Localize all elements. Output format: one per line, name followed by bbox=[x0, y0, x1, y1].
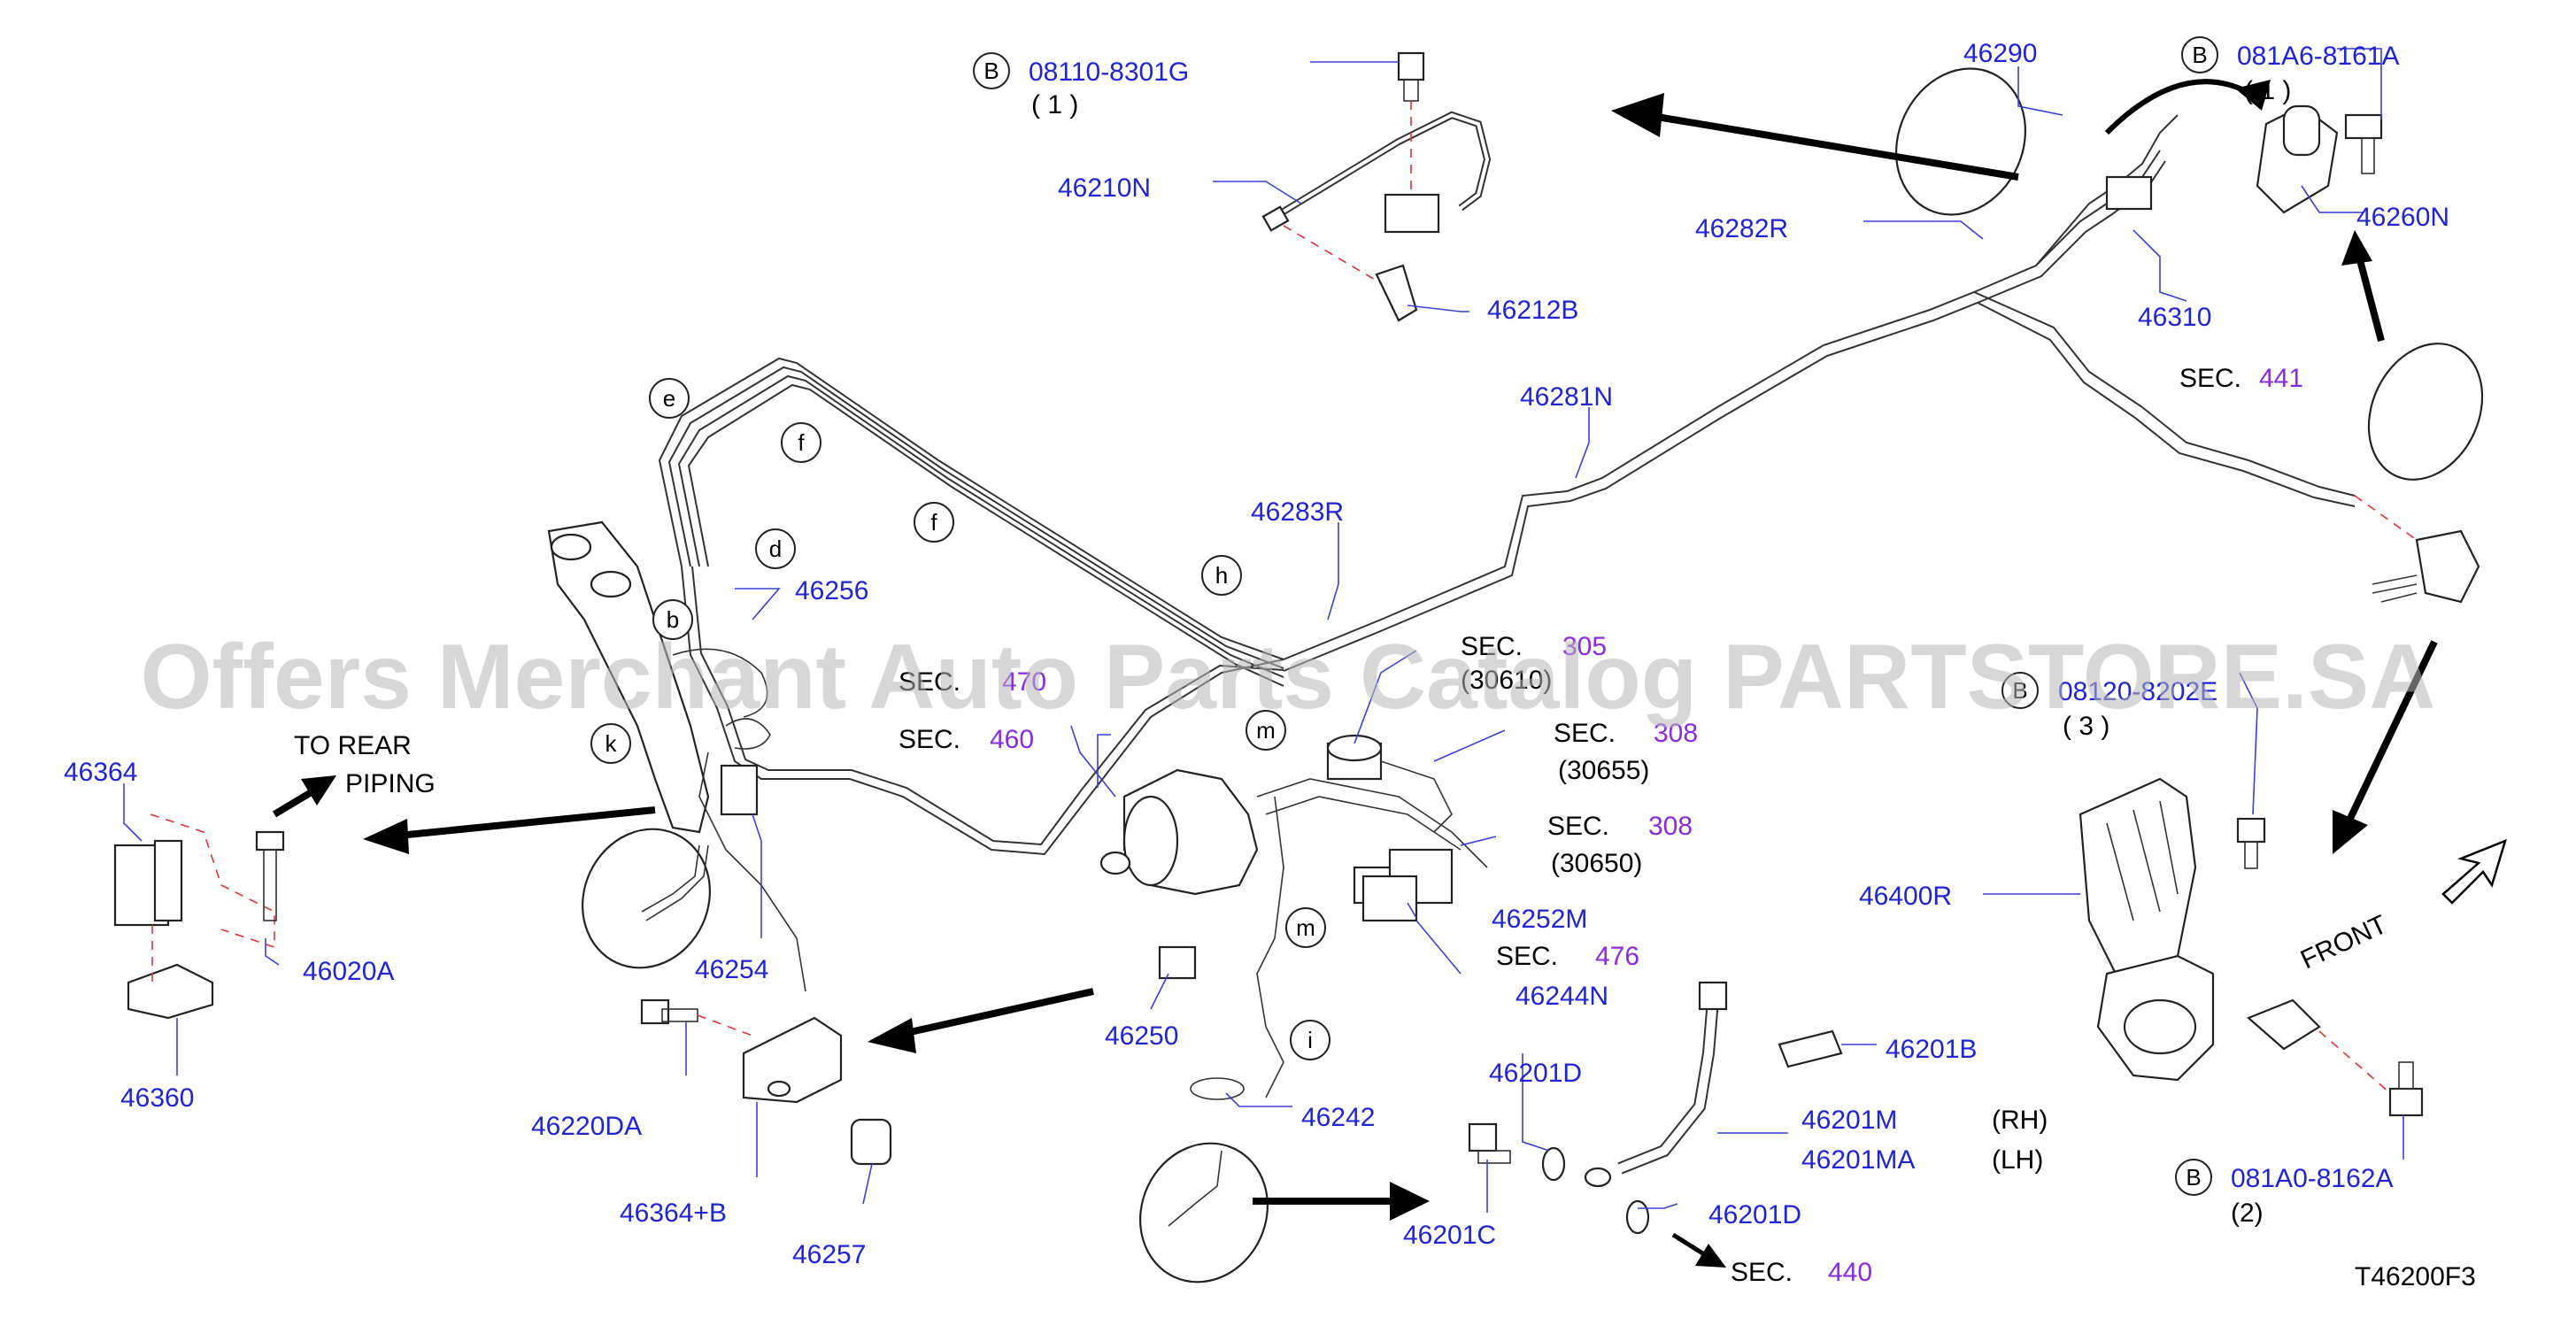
sec-ref-sub-30650: (30650) bbox=[1551, 849, 1642, 878]
part-label-46201M: 46201M bbox=[1801, 1106, 1897, 1135]
sec-ref-476: 476 bbox=[1595, 942, 1639, 971]
part-label-46364+B: 46364+B bbox=[620, 1199, 727, 1228]
sec-ref-470: 470 bbox=[1002, 667, 1046, 697]
brake-pipe-bundle bbox=[658, 114, 2356, 856]
direction-arrows bbox=[272, 79, 2507, 1268]
note-to-rear: TO REAR bbox=[294, 731, 412, 760]
part-label-46244N: 46244N bbox=[1516, 982, 1608, 1011]
part-label-46020A: 46020A bbox=[303, 957, 394, 986]
section-references: SEC. 441 SEC. 305 (30610) SEC. 470 SEC. … bbox=[899, 364, 2303, 1287]
part-label-46400R: 46400R bbox=[1859, 882, 1952, 911]
part-label-46201D: 46201D bbox=[1708, 1200, 1801, 1229]
part-label-46212B: 46212B bbox=[1487, 296, 1578, 325]
clip-letter-d: d bbox=[769, 536, 782, 562]
sec-ref-word: SEC. bbox=[1496, 942, 1558, 971]
part-label-46257: 46257 bbox=[792, 1240, 866, 1269]
clip-letter-k: k bbox=[605, 730, 618, 757]
note-lh: (LH) bbox=[1992, 1145, 2043, 1175]
sec-ref-441: 441 bbox=[2259, 364, 2303, 393]
clip-letter-f: f bbox=[930, 509, 937, 536]
clip-letter-m: m bbox=[1296, 914, 1315, 941]
small-parts bbox=[113, 51, 2480, 1235]
sec-ref-word: SEC. bbox=[899, 725, 960, 754]
bolt-code-08110-8301G: 08110-8301G bbox=[1029, 58, 1189, 87]
bolt-qty: (2) bbox=[2231, 1199, 2264, 1228]
part-label-46252M: 46252M bbox=[1492, 905, 1587, 934]
clip-letter-m: m bbox=[1256, 717, 1276, 744]
part-label-46360: 46360 bbox=[120, 1083, 194, 1113]
brake-hoses bbox=[582, 67, 2484, 1283]
part-label-46281N: 46281N bbox=[1520, 382, 1613, 412]
sec-ref-308: 308 bbox=[1648, 812, 1693, 841]
part-label-46210N: 46210N bbox=[1058, 173, 1151, 203]
bolt-code-081A6-8161A: 081A6-8161A bbox=[2237, 42, 2400, 71]
left-frame-bracket bbox=[547, 520, 806, 992]
bolt-qty: ( 1 ) bbox=[1031, 90, 1078, 119]
bolt-callouts: B 08110-8301G ( 1 ) B 081A6-8161A ( 1 ) … bbox=[973, 36, 2400, 1228]
part-label-46201C: 46201C bbox=[1403, 1221, 1496, 1250]
part-label-46201B: 46201B bbox=[1886, 1035, 1977, 1064]
watermark-text: Offers Merchant Auto Parts Catalog PARTS… bbox=[141, 626, 2436, 728]
part-number-labels: 46290 46210N 46212B 46282R 46260N 46310 … bbox=[64, 39, 2449, 1269]
sec-ref-sub-30610: (30610) bbox=[1461, 666, 1552, 695]
clip-markers: e f f d b k h m m i bbox=[590, 378, 1330, 1060]
part-label-46220DA: 46220DA bbox=[531, 1112, 642, 1141]
part-label-46201D: 46201D bbox=[1489, 1059, 1582, 1088]
part-label-46250: 46250 bbox=[1105, 1021, 1178, 1051]
bolt-circle-letter: B bbox=[2192, 42, 2207, 68]
bolt-qty: ( 1 ) bbox=[2244, 76, 2291, 105]
part-label-46310: 46310 bbox=[2138, 303, 2211, 332]
part-label-46260N: 46260N bbox=[2356, 203, 2449, 232]
figure-id: T46200F3 bbox=[2355, 1262, 2476, 1291]
sec-ref-440: 440 bbox=[1828, 1258, 1872, 1287]
part-label-46282R: 46282R bbox=[1695, 214, 1788, 243]
part-label-46242: 46242 bbox=[1301, 1103, 1375, 1132]
clip-letter-b: b bbox=[667, 606, 679, 633]
clip-letter-e: e bbox=[663, 385, 675, 412]
note-front: FRONT bbox=[2296, 910, 2392, 975]
part-label-46256: 46256 bbox=[795, 576, 868, 605]
sec-ref-460: 460 bbox=[990, 725, 1034, 754]
sec-ref-word: SEC. bbox=[1461, 632, 1523, 661]
sec-ref-word: SEC. bbox=[1731, 1258, 1793, 1287]
part-label-46254: 46254 bbox=[695, 955, 768, 984]
leader-lines bbox=[123, 48, 2404, 1213]
clip-letter-f: f bbox=[798, 429, 805, 456]
clip-letter-h: h bbox=[1215, 562, 1228, 589]
note-rh: (RH) bbox=[1992, 1106, 2048, 1135]
master-cylinder-area bbox=[1099, 734, 1488, 1098]
clip-letter-i: i bbox=[1307, 1027, 1313, 1053]
part-label-46283R: 46283R bbox=[1251, 497, 1344, 527]
sec-ref-sub-30655: (30655) bbox=[1558, 756, 1649, 785]
part-label-46201MA: 46201MA bbox=[1801, 1145, 1915, 1175]
bolt-code-08120-8202E: 08120-8202E bbox=[2058, 677, 2217, 706]
bolt-qty: ( 3 ) bbox=[2063, 712, 2109, 741]
bolt-code-081A0-8162A: 081A0-8162A bbox=[2231, 1164, 2394, 1193]
sec-ref-word: SEC. bbox=[1554, 719, 1616, 748]
bolt-circle-letter: B bbox=[983, 58, 999, 84]
bolt-circle-letter: B bbox=[2186, 1164, 2201, 1191]
part-label-46290: 46290 bbox=[1963, 39, 2037, 68]
sec-ref-308: 308 bbox=[1654, 719, 1698, 748]
sec-ref-word: SEC. bbox=[2179, 364, 2241, 393]
part-label-46364: 46364 bbox=[64, 758, 137, 787]
sec-ref-word: SEC. bbox=[899, 667, 960, 697]
sec-ref-word: SEC. bbox=[1547, 812, 1609, 841]
note-piping: PIPING bbox=[345, 769, 436, 798]
bolt-circle-letter: B bbox=[2012, 677, 2027, 704]
sec-ref-305: 305 bbox=[1562, 632, 1607, 661]
